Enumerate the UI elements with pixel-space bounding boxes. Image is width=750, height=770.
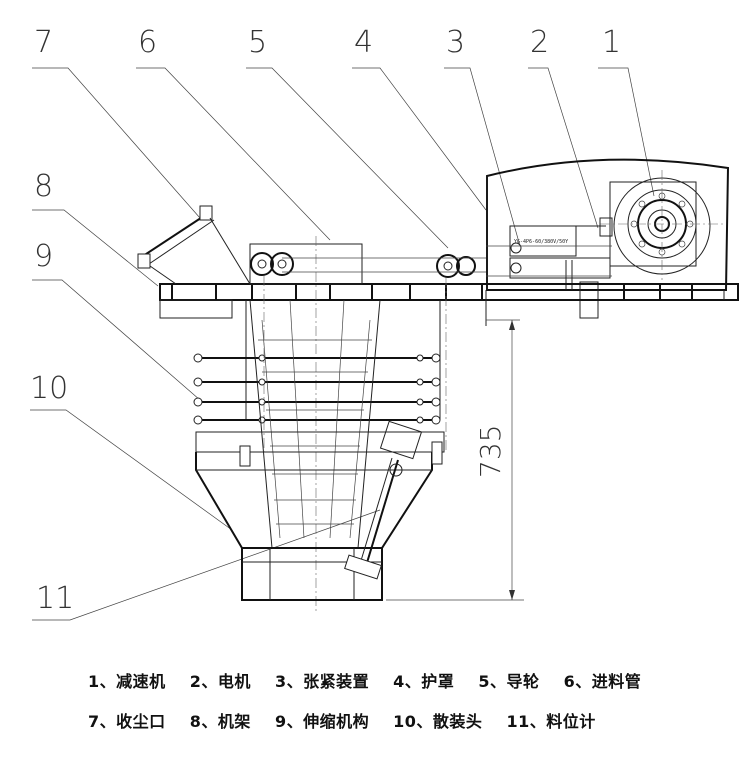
legend-item-1: 1、减速机: [88, 672, 166, 691]
feed-pipe: [249, 236, 363, 612]
callout-11: 11: [36, 581, 74, 616]
callout-10: 10: [30, 371, 68, 406]
callout-6: 6: [138, 25, 157, 60]
legend-item-4: 4、护罩: [393, 672, 455, 691]
legend-item-7: 7、收尘口: [88, 712, 166, 731]
motor-nameplate: YG-4P6-60/380V/50Y: [514, 239, 568, 245]
callout-8: 8: [34, 169, 53, 204]
legend-item-11: 11、料位计: [506, 712, 596, 731]
legend-row-2: 7、收尘口 8、机架 9、伸缩机构 10、散装头 11、料位计: [88, 708, 614, 732]
callout-2: 2: [530, 25, 549, 60]
guide-wheels: [250, 245, 612, 278]
callout-7: 7: [34, 25, 53, 60]
technical-drawing: 7 6 5 4 3 2 1 8 9 10 11: [30, 25, 739, 621]
legend-row-1: 1、减速机 2、电机 3、张紧装置 4、护罩 5、导轮 6、进料管: [88, 668, 659, 692]
height-dimension: 735: [386, 319, 524, 601]
legend-item-2: 2、电机: [189, 672, 251, 691]
legend-item-3: 3、张紧装置: [274, 672, 370, 691]
legend-item-9: 9、伸缩机构: [274, 712, 370, 731]
motor-tensioner: YG-4P6-60/380V/50Y: [509, 217, 613, 319]
callout-1: 1: [602, 25, 621, 60]
telescopic-mechanism: [193, 276, 447, 549]
callout-4: 4: [354, 25, 373, 60]
guard-housing: [486, 158, 730, 291]
callout-3: 3: [446, 25, 465, 60]
leader-lines: [30, 67, 655, 621]
legend-item-10: 10、散装头: [393, 712, 483, 731]
dust-port: [137, 205, 251, 285]
callout-5: 5: [248, 25, 267, 60]
legend-item-8: 8、机架: [189, 712, 251, 731]
legend-item-6: 6、进料管: [563, 672, 642, 691]
discharge-head: [195, 431, 445, 601]
level-gauge: [344, 420, 423, 580]
callout-9: 9: [34, 239, 53, 274]
legend-item-5: 5、导轮: [478, 672, 540, 691]
dimension-value: 735: [474, 425, 507, 478]
reducer-gearbox: [600, 170, 724, 280]
